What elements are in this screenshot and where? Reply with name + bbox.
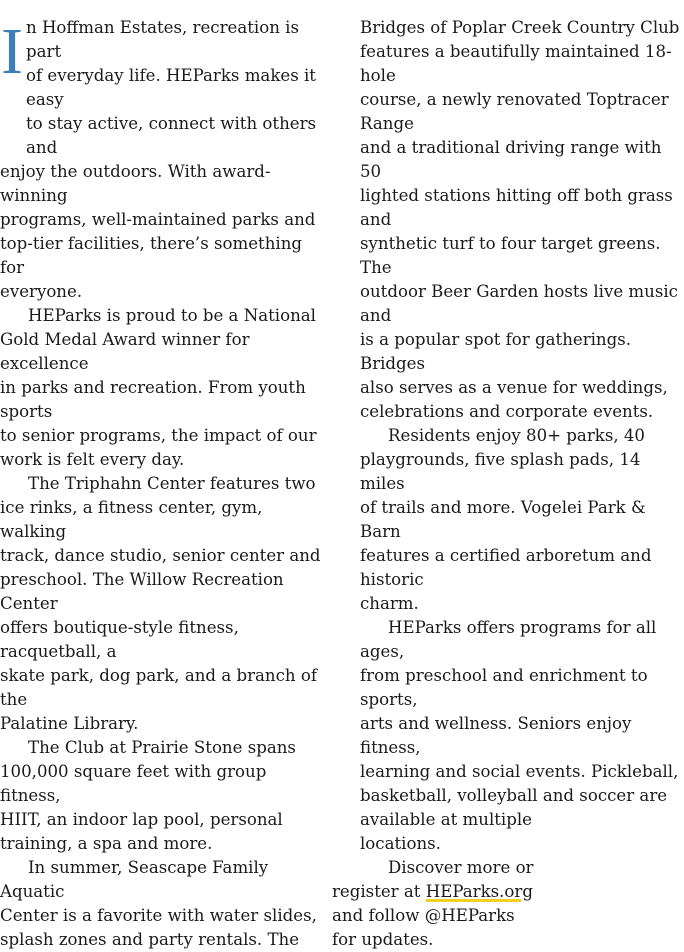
parks-paragraph: Residents enjoy 80+ parks, 40 playground…: [360, 426, 652, 613]
intro-line: of everyday life. HEParks makes it easy: [26, 66, 316, 109]
gold-medal-paragraph: HEParks is proud to be a National Gold M…: [0, 306, 317, 469]
right-column: Bridges of Poplar Creek Country Club fea…: [332, 16, 684, 952]
discover-paragraph: Discover more or register at HEParks.org…: [332, 858, 534, 949]
intro-line: top-tier facilities, there’s something f…: [0, 234, 303, 277]
golf-paragraph: Bridges of Poplar Creek Country Club fea…: [360, 18, 680, 421]
programs-paragraph: HEParks offers programs for all ages, fr…: [360, 618, 679, 853]
article-page: { "left_column": { "dropcap": "I", "p1_h…: [0, 18, 680, 949]
intro-paragraph: I n Hoffman Estates, recreation is part …: [0, 16, 330, 304]
drop-cap: I: [1, 15, 23, 88]
facilities-paragraph: The Triphahn Center features two ice rin…: [0, 474, 321, 733]
intro-line: programs, well-maintained parks and: [0, 210, 316, 229]
intro-line: everyone.: [0, 282, 83, 301]
intro-line: to stay active, connect with others and: [26, 114, 317, 157]
intro-line: enjoy the outdoors. With award-winning: [0, 162, 271, 205]
intro-line: n Hoffman Estates, recreation is part: [26, 18, 299, 61]
aquatic-paragraph: In summer, Seascape Family Aquatic Cente…: [0, 858, 317, 949]
left-column: I n Hoffman Estates, recreation is part …: [0, 16, 330, 952]
club-paragraph: The Club at Prairie Stone spans 100,000 …: [0, 738, 296, 853]
heparks-link[interactable]: HEParks.org: [425, 882, 533, 901]
